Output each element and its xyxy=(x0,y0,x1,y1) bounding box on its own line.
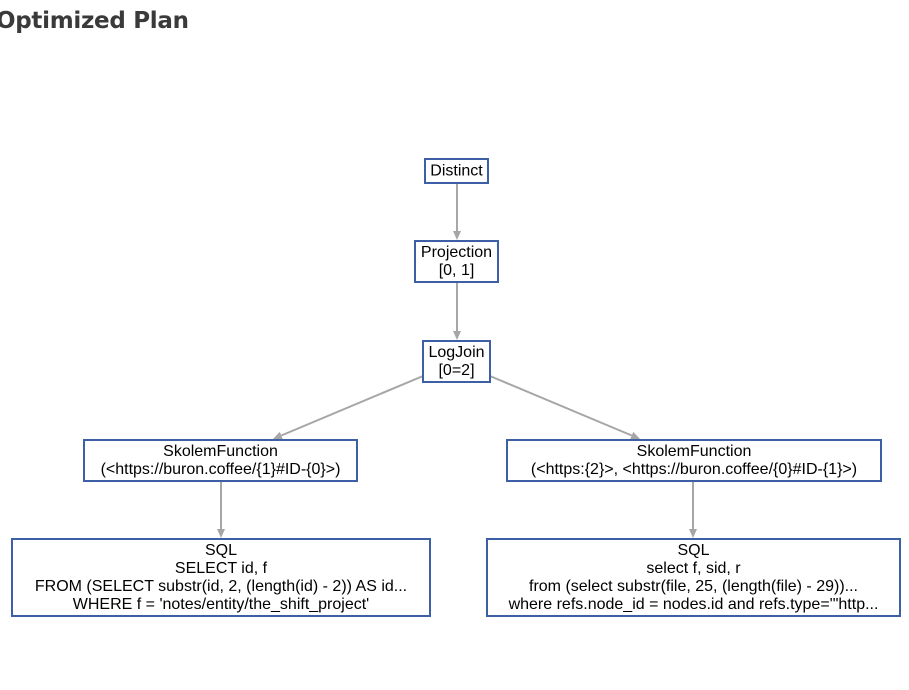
node-box xyxy=(506,439,882,482)
node-label: SQL xyxy=(205,542,237,559)
node-label: SkolemFunction xyxy=(637,443,752,460)
plan-node-projection[interactable]: Projection[0, 1] xyxy=(414,240,499,283)
edge-logjoin-to-skolem-left xyxy=(273,375,424,440)
edge-distinct-to-projection xyxy=(453,183,461,240)
node-label: LogJoin xyxy=(428,344,484,361)
node-detail-line: from (select substr(file, 25, (length(fi… xyxy=(529,578,858,595)
node-label: SQL xyxy=(677,542,709,559)
edge-projection-to-logjoin xyxy=(453,282,461,340)
plan-node-distinct[interactable]: Distinct xyxy=(424,158,489,184)
node-box xyxy=(486,538,901,617)
node-box xyxy=(422,340,491,383)
arrow-head xyxy=(273,431,283,440)
edge-line xyxy=(489,375,633,437)
node-detail-line: WHERE f = 'notes/entity/the_shift_projec… xyxy=(73,596,369,613)
arrow-head xyxy=(689,529,697,538)
arrow-head xyxy=(630,431,640,440)
node-detail-line: (<https://buron.coffee/{1}#ID-{0}>) xyxy=(101,461,341,478)
node-detail-line: (<https:{2}>, <https://buron.coffee/{0}#… xyxy=(531,461,857,478)
plan-node-logjoin[interactable]: LogJoin[0=2] xyxy=(422,340,491,383)
node-label: Projection xyxy=(421,244,492,261)
node-detail-line: [0=2] xyxy=(438,362,474,379)
arrow-head xyxy=(217,529,225,538)
edge-skolem-right-to-sql-right xyxy=(689,481,697,538)
node-label: SkolemFunction xyxy=(163,443,278,460)
edge-line xyxy=(280,375,424,437)
arrow-head xyxy=(453,331,461,340)
node-box xyxy=(414,240,499,283)
edge-logjoin-to-skolem-right xyxy=(489,375,640,440)
arrow-head xyxy=(453,231,461,240)
node-label: Distinct xyxy=(430,163,483,180)
node-detail-line: FROM (SELECT substr(id, 2, (length(id) -… xyxy=(35,578,407,595)
node-detail-line: [0, 1] xyxy=(439,262,475,279)
node-detail-line: where refs.node_id = nodes.id and refs.t… xyxy=(508,596,879,613)
plan-node-skolem-left[interactable]: SkolemFunction(<https://buron.coffee/{1}… xyxy=(83,439,358,482)
node-box xyxy=(11,538,431,617)
node-box xyxy=(424,158,489,184)
node-detail-line: SELECT id, f xyxy=(175,560,268,577)
node-box xyxy=(83,439,358,482)
page-title: Optimized Plan xyxy=(0,8,189,34)
edges-layer xyxy=(217,183,697,538)
node-detail-line: select f, sid, r xyxy=(646,560,741,577)
edge-skolem-left-to-sql-left xyxy=(217,481,225,538)
plan-node-skolem-right[interactable]: SkolemFunction(<https:{2}>, <https://bur… xyxy=(506,439,882,482)
